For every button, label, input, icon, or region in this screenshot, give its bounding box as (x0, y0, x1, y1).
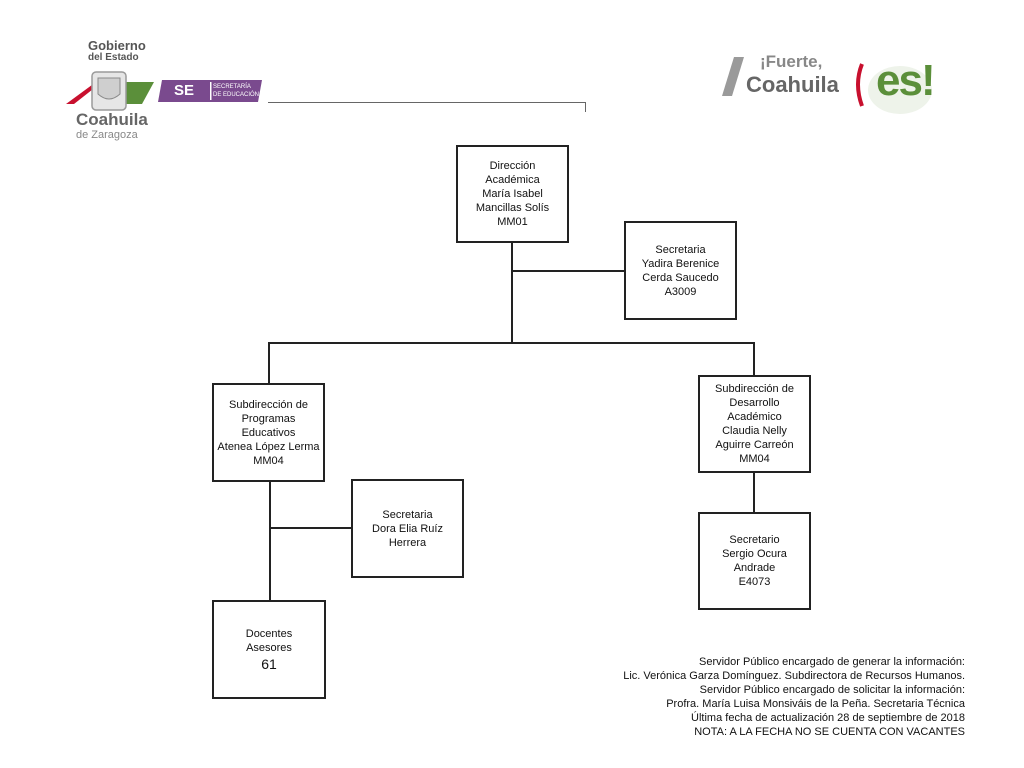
coat-of-arms-icon (66, 71, 262, 111)
se-text-1: SECRETARÍA (213, 84, 251, 90)
box-secretaria-direccion: Secretaria Yadira Berenice Cerda Saucedo… (624, 221, 737, 320)
box-docentes-asesores: Docentes Asesores 61 (212, 600, 326, 699)
sub-prog-line-3: Educativos (241, 426, 296, 439)
se-text-2: DE EDUCACIÓN (213, 92, 260, 98)
footer-line-6: NOTA: A LA FECHA NO SE CUENTA CON VACANT… (694, 726, 965, 738)
sec-dir-line-1: Secretaria (655, 243, 706, 256)
se-badge: SE (174, 82, 195, 99)
direccion-line-3: María Isabel (482, 188, 543, 200)
slogan-line1: ¡Fuerte, (760, 52, 823, 71)
sub-prog-line-4: Atenea López Lerma (217, 440, 320, 453)
logo-gobierno: Gobierno (88, 38, 146, 53)
direccion-line-2: Académica (485, 174, 540, 186)
sec-prog-line-3: Herrera (388, 536, 427, 549)
footer-notes: Servidor Público encargado de generar la… (623, 655, 965, 739)
footer-line-4: Profra. María Luisa Monsiváis de la Peña… (666, 698, 965, 710)
sub-des-line-5: Aguirre Carreón (715, 439, 794, 451)
sub-des-line-3: Académico (727, 411, 782, 423)
sub-prog-code: MM04 (253, 454, 284, 467)
footer-line-3: Servidor Público encargado de solicitar … (699, 684, 965, 696)
sec-des-line-1: Secretario (729, 534, 780, 546)
connector-left-drop (268, 342, 270, 384)
direccion-code: MM01 (497, 216, 528, 228)
sub-des-line-4: Claudia Nelly (722, 425, 787, 437)
sec-dir-line-3: Cerda Saucedo (642, 271, 719, 284)
box-secretario-desarrollo: Secretario Sergio Ocura Andrade E4073 (698, 512, 811, 610)
sub-des-line-1: Subdirección de (715, 383, 794, 395)
connector-horizontal (268, 342, 755, 344)
box-direccion-academica: Dirección Académica María Isabel Mancill… (456, 145, 569, 243)
sec-des-code: E4073 (738, 576, 771, 588)
footer-line-5: Última fecha de actualización 28 de sept… (691, 712, 965, 724)
sub-des-line-2: Desarrollo (729, 397, 780, 409)
header-rule-tick (585, 102, 586, 112)
sub-des-code: MM04 (739, 453, 770, 465)
sec-prog-line-1: Secretaria (382, 508, 433, 521)
sec-des-line-2: Sergio Ocura (722, 548, 787, 560)
sub-prog-line-2: Programas (241, 412, 296, 425)
connector-right-drop (753, 342, 755, 376)
connector-dir-down (511, 242, 513, 343)
box-secretaria-programas: Secretaria Dora Elia Ruíz Herrera (351, 479, 464, 578)
box-subdireccion-desarrollo: Subdirección de Desarrollo Académico Cla… (698, 375, 811, 473)
logo-del-estado: del Estado (88, 52, 139, 63)
logo-coahuila: Coahuila (76, 110, 148, 129)
box-subdireccion-programas: Subdirección de Programas Educativos Ate… (212, 383, 325, 482)
sec-dir-line-2: Yadira Berenice (641, 257, 720, 270)
slogan-es: es! (876, 56, 936, 105)
sec-des-line-3: Andrade (733, 562, 776, 574)
slogan-line2: Coahuila (746, 72, 839, 97)
docentes-line-1: Docentes (245, 627, 293, 640)
gobierno-coahuila-logo: Gobierno del Estado SE SECRETARÍA DE EDU… (62, 38, 262, 146)
connector-dir-secretaria (512, 270, 625, 272)
sub-prog-line-1: Subdirección de (229, 398, 308, 411)
slogan-logo-icon (722, 57, 932, 114)
header-rule (268, 102, 586, 103)
sec-prog-line-2: Dora Elia Ruíz (372, 522, 443, 535)
direccion-line-4: Mancillas Solís (475, 202, 550, 214)
connector-des-secretario (753, 472, 755, 513)
docentes-line-2: Asesores (246, 641, 292, 654)
sec-dir-code: A3009 (664, 285, 697, 298)
connector-prog-docentes (269, 481, 271, 601)
footer-line-1: Servidor Público encargado de generar la… (699, 656, 965, 668)
direccion-line-1: Dirección (489, 160, 536, 172)
fuerte-coahuila-logo: ¡Fuerte, Coahuila es! (720, 52, 965, 122)
footer-line-2: Lic. Verónica Garza Domínguez. Subdirect… (623, 670, 965, 682)
connector-prog-secretaria (270, 527, 352, 529)
docentes-count: 61 (261, 655, 277, 672)
logo-zaragoza: de Zaragoza (76, 129, 138, 141)
